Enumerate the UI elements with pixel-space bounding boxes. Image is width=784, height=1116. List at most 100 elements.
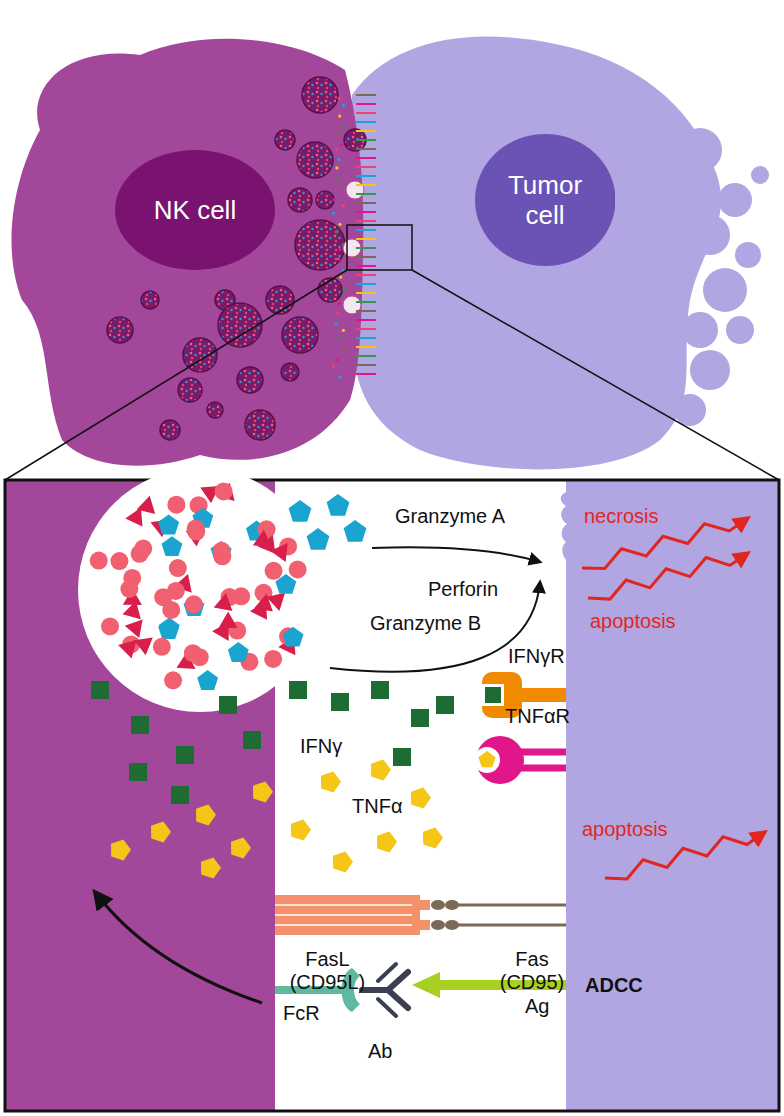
ifn-gamma — [411, 709, 429, 727]
molecule — [338, 302, 341, 305]
fas-receptor — [431, 920, 445, 930]
granzyme-a — [158, 619, 179, 639]
cytokine-label: TNFα — [352, 795, 402, 818]
receptor-pair — [356, 346, 376, 348]
granule — [107, 317, 133, 343]
tnf-alpha — [196, 805, 216, 826]
granzyme-a — [307, 528, 330, 550]
granule — [90, 482, 307, 690]
granzyme-label: Granzyme B — [370, 612, 481, 635]
tnf-alpha — [201, 858, 221, 879]
molecule — [342, 329, 345, 332]
tumor-cell-body — [751, 166, 769, 184]
receptor-pair — [356, 112, 376, 114]
granule — [289, 494, 367, 550]
receptor-pair — [356, 328, 376, 330]
granzyme-a — [289, 500, 312, 522]
granule — [266, 286, 294, 314]
receptor-pair — [356, 319, 376, 321]
fas-ligand — [275, 895, 420, 935]
perforin — [264, 650, 282, 668]
tumor-cell-body — [718, 183, 752, 217]
fas-ligand — [420, 920, 430, 930]
granule — [297, 142, 333, 178]
fas-receptor — [431, 900, 445, 910]
receptor-pair — [356, 337, 376, 339]
receptor-pair — [356, 364, 376, 366]
perforin — [120, 580, 138, 598]
granzyme-b — [253, 530, 272, 547]
perforin — [162, 601, 180, 619]
perforin — [265, 562, 283, 580]
molecule — [342, 288, 345, 291]
tnf-alpha — [377, 832, 397, 853]
tnf-alpha — [411, 788, 431, 809]
fas-ligand — [275, 914, 412, 916]
zoom-lines — [347, 225, 412, 270]
granule — [78, 468, 322, 712]
fas-receptor — [431, 900, 566, 930]
perforin-label: Perforin — [428, 578, 498, 601]
zoom-lines — [412, 270, 779, 480]
perforin — [101, 617, 119, 635]
mechanism-label: ADCC — [585, 974, 643, 997]
tumor-cell-body — [352, 37, 769, 470]
receptor-pair — [356, 148, 376, 150]
cytokines — [91, 681, 454, 878]
molecule — [337, 177, 340, 180]
antibody — [362, 964, 408, 1016]
molecule — [338, 375, 341, 378]
receptor-pair — [356, 310, 376, 312]
granule — [178, 378, 202, 402]
tnfa-receptor — [474, 747, 500, 773]
molecule — [335, 230, 338, 233]
granule — [318, 278, 342, 302]
zoom-lines — [5, 225, 779, 480]
receptor-pair — [356, 121, 376, 123]
perforin — [289, 561, 307, 579]
ifn-gamma — [91, 681, 109, 699]
perforin — [134, 540, 152, 558]
granule — [237, 367, 263, 393]
receptor-pair — [356, 256, 376, 258]
molecule — [332, 212, 335, 215]
zigzag-arrow — [588, 553, 748, 599]
fas-ligand — [275, 924, 412, 926]
receptor-label: TNFαR — [505, 705, 570, 728]
receptor-pair — [356, 301, 376, 303]
molecule — [334, 322, 337, 325]
perforin — [90, 552, 108, 570]
fusing-granule — [346, 181, 364, 199]
molecule — [342, 126, 345, 129]
antibody — [378, 964, 396, 1016]
tnf-alpha — [423, 828, 443, 849]
granule — [275, 130, 295, 150]
molecule — [342, 204, 345, 207]
perforin — [169, 559, 187, 577]
tnf-alpha — [371, 760, 391, 781]
molecule — [337, 257, 340, 260]
receptor-pair — [356, 265, 376, 267]
fas-ligand — [275, 904, 412, 906]
nk-cell-nucleus: NK cell — [115, 150, 275, 270]
ifn-gamma — [129, 763, 147, 781]
granzyme-b — [118, 640, 136, 658]
receptor-pair — [356, 238, 376, 240]
perforin — [167, 582, 185, 600]
perforin — [187, 523, 205, 541]
granzyme-b — [134, 638, 153, 656]
fas-ligand — [275, 895, 430, 935]
molecule — [335, 166, 338, 169]
granzyme-a — [327, 494, 350, 516]
tumor-cell-body — [703, 268, 747, 312]
perforin — [110, 552, 128, 570]
receptor-pair — [356, 229, 376, 231]
fas-receptor — [458, 904, 566, 907]
granule — [282, 317, 318, 353]
receptor-pair — [356, 139, 376, 141]
receptor-pair — [356, 373, 376, 375]
cytokine-label: IFNγ — [300, 735, 342, 758]
tnf-alpha — [111, 840, 131, 861]
fas-ligand — [420, 900, 430, 910]
tnf-alpha — [253, 782, 273, 803]
